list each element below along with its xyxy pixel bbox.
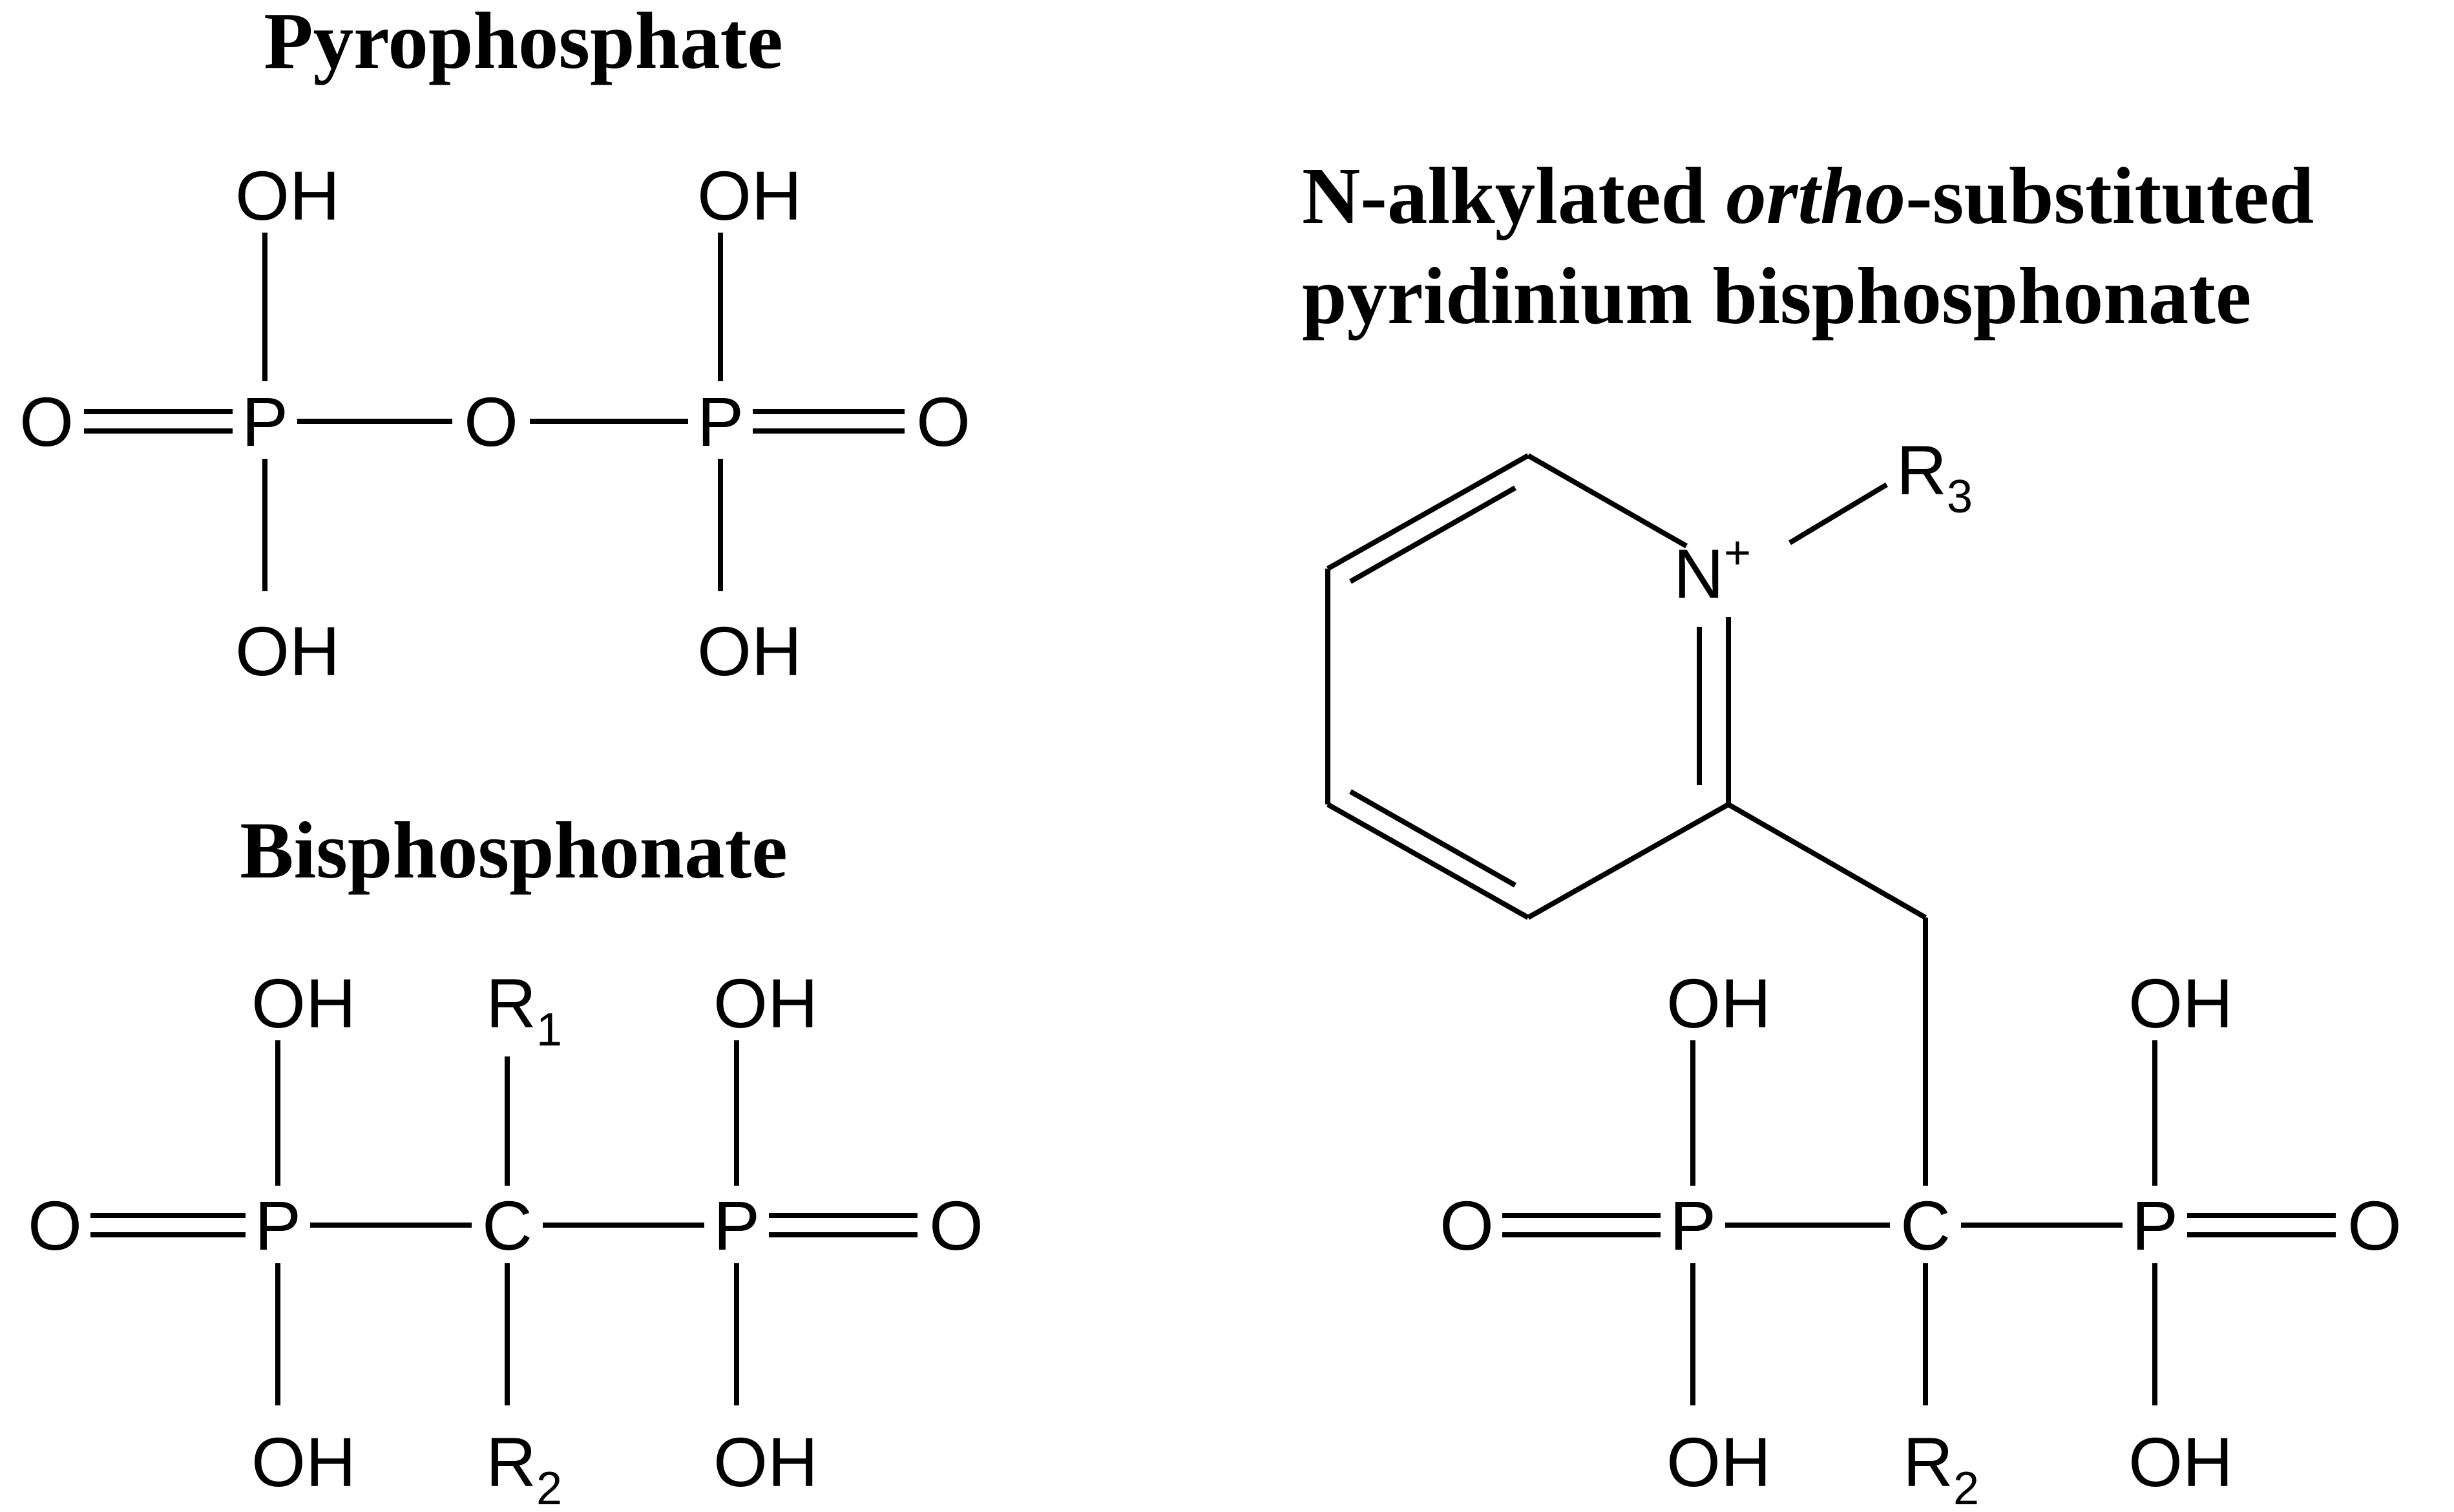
atom-label: C [482,1186,532,1265]
atom-label: OH [2128,964,2233,1042]
atom-label: O [28,1186,82,1265]
ring-bond [1327,802,1529,920]
pyrophosphate-structure: Pyrophosphate OH OH OH OH O P O P O [19,0,970,690]
ring-bond [1327,453,1529,571]
atom-label: OH [713,1423,818,1501]
r3-label: R3 [1896,431,1973,523]
pyridinium-bisphosphonate-structure: N-alkylated ortho-substituted pyridinium… [1302,152,2402,1512]
bisphosphonate-title: Bisphosphonate [240,806,788,896]
atom-label: P [242,383,288,461]
atom-label: OH [697,612,802,690]
ring-bond [1527,453,1688,549]
r1-label: R1 [486,964,562,1056]
atom-label: O [1440,1186,1494,1265]
atom-label: P [2132,1186,2178,1265]
atom-label: O [19,383,74,461]
linker-bond [1727,802,1927,920]
atom-label: OH [235,612,340,690]
atom-label: P [1670,1186,1716,1265]
ring-bond [1527,802,1730,920]
atom-label: C [1900,1186,1951,1265]
atom-label: OH [697,156,802,235]
pyridinium-title-line1: N-alkylated ortho-substituted [1302,152,2314,241]
ring-double-bond [1349,485,1516,584]
n-r3-bond [1788,482,1889,545]
bisphosphonate-structure: Bisphosphonate OH OH OH OH R1 R2 O P C P… [28,806,983,1512]
atom-label: OH [2128,1423,2233,1501]
atom-label: P [697,383,744,461]
atom-label: OH [1666,964,1771,1042]
atom-label: O [929,1186,983,1265]
ring-double-bond [1349,789,1516,888]
r2-label: R2 [1903,1423,1979,1512]
atom-label: O [916,383,970,461]
r2-label: R2 [486,1423,562,1512]
atom-label: P [255,1186,301,1265]
atom-label: OH [713,964,818,1042]
pyrophosphate-title: Pyrophosphate [264,0,782,86]
nitrogen-label: N+ [1673,527,1751,613]
atom-label: O [2347,1186,2402,1265]
atom-label: OH [1666,1423,1771,1501]
atom-label: OH [251,964,356,1042]
atom-label: P [713,1186,760,1265]
atom-label: OH [251,1423,356,1501]
atom-label: OH [235,156,340,235]
pyridinium-title-line2: pyridinium bisphosphonate [1302,252,2251,341]
atom-label: O [464,383,518,461]
